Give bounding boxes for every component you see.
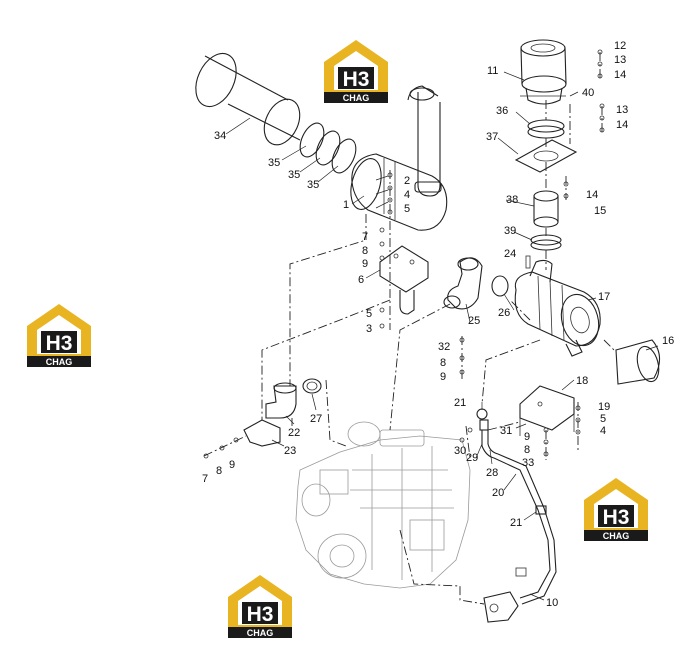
- label-28: 28: [486, 467, 498, 479]
- label-35: 35: [288, 169, 300, 181]
- watermark-logo: H3 CHAG: [324, 40, 388, 103]
- label-35: 35: [268, 157, 280, 169]
- label-8: 8: [440, 357, 446, 369]
- label-3: 3: [366, 323, 372, 335]
- label-35: 35: [307, 179, 319, 191]
- label-5: 5: [366, 308, 372, 320]
- watermark-logo: H3 CHAG: [228, 575, 292, 638]
- label-38: 38: [506, 194, 518, 206]
- label-34: 34: [214, 130, 226, 142]
- label-14: 14: [586, 189, 598, 201]
- fasteners: [203, 49, 605, 459]
- label-11: 11: [487, 65, 498, 77]
- label-9: 9: [524, 431, 530, 443]
- cleaner-bracket: [519, 385, 575, 436]
- outlet-tube: [615, 339, 661, 385]
- part-labels: 34 35 35 35 1 2 4 5 7 8 9 6 5 3 11 12 13…: [202, 40, 674, 609]
- logo-letters: H3: [603, 506, 630, 529]
- label-37: 37: [486, 131, 498, 143]
- logo-letters: H3: [247, 603, 274, 626]
- assembly-lines: [203, 52, 617, 605]
- label-13: 13: [616, 104, 628, 116]
- label-6: 6: [358, 274, 364, 286]
- label-14: 14: [616, 119, 628, 131]
- label-27: 27: [310, 413, 322, 425]
- label-33: 33: [522, 457, 534, 469]
- label-7: 7: [202, 473, 208, 485]
- muffler-bracket: [379, 245, 429, 315]
- label-5: 5: [404, 203, 410, 215]
- label-22: 22: [288, 427, 300, 439]
- pre-cleaner: [520, 39, 567, 105]
- watermark-logo: H3 CHAG: [584, 478, 648, 541]
- label-18: 18: [576, 375, 588, 387]
- label-16: 16: [662, 335, 674, 347]
- logo-letters: H3: [46, 332, 73, 355]
- label-21: 21: [510, 517, 522, 529]
- label-8: 8: [362, 245, 368, 257]
- muffler: [350, 85, 448, 231]
- label-10: 10: [546, 597, 558, 609]
- engine-block: [295, 421, 471, 589]
- label-5: 5: [600, 413, 606, 425]
- label-32: 32: [438, 341, 450, 353]
- label-21: 21: [454, 397, 466, 409]
- label-26: 26: [498, 307, 510, 319]
- watermark-logo: H3 CHAG: [27, 304, 91, 367]
- air-cleaner: [514, 255, 601, 357]
- logo-brand: CHAG: [603, 531, 630, 541]
- logo-brand: CHAG: [247, 628, 274, 638]
- label-36: 36: [496, 105, 508, 117]
- label-12: 12: [614, 40, 626, 52]
- logo-letters: H3: [343, 68, 370, 91]
- label-7: 7: [362, 231, 368, 243]
- label-4: 4: [600, 425, 606, 437]
- leader-lines: [225, 71, 659, 601]
- label-19: 19: [598, 401, 610, 413]
- label-20: 20: [492, 487, 504, 499]
- label-17: 17: [598, 291, 610, 303]
- label-1: 1: [343, 199, 349, 211]
- label-9: 9: [440, 371, 446, 383]
- logo-brand: CHAG: [46, 357, 73, 367]
- exhaust-pipe: [195, 52, 301, 146]
- label-24: 24: [504, 248, 516, 260]
- label-9: 9: [229, 459, 235, 471]
- label-31: 31: [500, 425, 512, 437]
- logo-brand: CHAG: [343, 93, 370, 103]
- label-13: 13: [614, 54, 626, 66]
- label-39: 39: [504, 225, 516, 237]
- label-30: 30: [454, 445, 466, 457]
- clamp-rings: [299, 122, 357, 174]
- label-23: 23: [284, 445, 296, 457]
- label-15: 15: [594, 205, 606, 217]
- intake-parts: [514, 119, 578, 251]
- label-8: 8: [524, 444, 530, 456]
- elbow-hose: [443, 257, 509, 310]
- label-9: 9: [362, 258, 368, 270]
- label-14: 14: [614, 69, 626, 81]
- label-25: 25: [468, 315, 480, 327]
- label-40: 40: [582, 87, 594, 99]
- label-8: 8: [216, 465, 222, 477]
- label-4: 4: [404, 189, 410, 201]
- label-29: 29: [466, 452, 478, 464]
- label-2: 2: [404, 175, 410, 187]
